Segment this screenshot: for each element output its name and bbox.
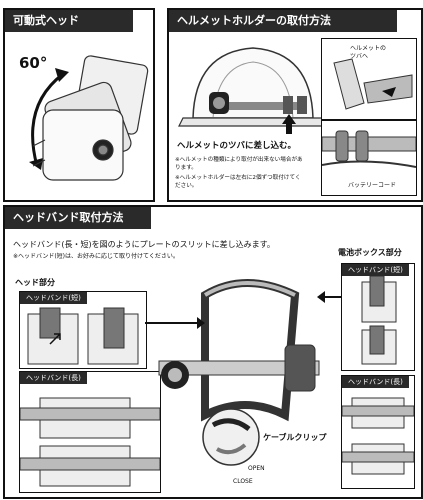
- instruction-text: ヘッドバンド(長・短)を図のようにプレートのスリットに差し込みます。: [13, 240, 275, 249]
- open-label: OPEN: [248, 465, 265, 472]
- panel-title: 可動式ヘッド: [5, 10, 133, 32]
- head-band-long-box: ヘッドバンド(長): [19, 371, 161, 493]
- band-short-label: ヘッドバンド(短): [342, 264, 409, 276]
- band-long-label: ヘッドバンド(長): [342, 376, 409, 388]
- cord-clip-illustration: [322, 130, 416, 168]
- visor-detail-box: ヘルメットの ツバへ: [321, 38, 417, 120]
- headband-panel: ヘッドバンド取付方法 ヘッドバンド(長・短)を図のようにプレートのスリットに差し…: [3, 205, 423, 499]
- cable-clip-circle-illustration: [202, 408, 260, 466]
- helmet-holder-panel: ヘルメットホルダーの取付方法 ヘルメットのツバに差し込む。 ※ヘルメットの種類に…: [167, 8, 423, 202]
- holder-closeup-illustration: [333, 58, 413, 110]
- battery-band-long-box: ヘッドバンド(長): [341, 375, 415, 489]
- head-band-short-box: ヘッドバンド(短): [19, 291, 147, 369]
- band-short-label: ヘッドバンド(短): [20, 292, 87, 304]
- note-2: ※ヘルメットホルダーは左右に2個ずつ取付けてください。: [175, 175, 301, 189]
- headlamp-illustration: [158, 279, 320, 422]
- battery-short-band-illustration: [361, 276, 397, 365]
- battery-band-short-box: ヘッドバンド(短): [341, 263, 415, 371]
- cord-detail-box: バッテリーコード: [321, 120, 417, 196]
- battery-part-label: 電池ボックス部分: [338, 248, 402, 257]
- optional-note: ※ヘッドバンド(短)は、お好みに応じて取り付けてください。: [13, 253, 179, 260]
- up-arrow-icon: [282, 114, 296, 134]
- angle-label: 60°: [19, 54, 48, 72]
- short-band-insert-illustration: [27, 307, 139, 365]
- note-1: ※ヘルメットの種類により取付が出来ない場合があります。: [175, 157, 303, 171]
- long-band-insert-illustration: [20, 397, 160, 487]
- insert-caption: ヘルメットのツバに差し込む。: [177, 141, 297, 151]
- helmet-illustration: [178, 47, 323, 127]
- panel-title: ヘッドバンド取付方法: [5, 207, 151, 229]
- battery-cord-label: バッテリーコード: [348, 182, 397, 189]
- visor-callout: ヘルメットの ツバへ: [350, 45, 387, 60]
- head-part-label: ヘッド部分: [15, 278, 55, 287]
- panel-title: ヘルメットホルダーの取付方法: [169, 10, 397, 32]
- headlamp-rotating-illustration: [33, 55, 149, 181]
- cable-clip-label: ケーブルクリップ: [263, 433, 327, 442]
- band-long-label: ヘッドバンド(長): [20, 372, 87, 384]
- movable-head-panel: 可動式ヘッド 60°: [3, 8, 155, 202]
- pointer-arrow-icon: [145, 317, 205, 329]
- battery-long-band-illustration: [342, 397, 414, 475]
- close-label: CLOSE: [233, 478, 253, 485]
- pointer-arrow-icon: [317, 291, 343, 303]
